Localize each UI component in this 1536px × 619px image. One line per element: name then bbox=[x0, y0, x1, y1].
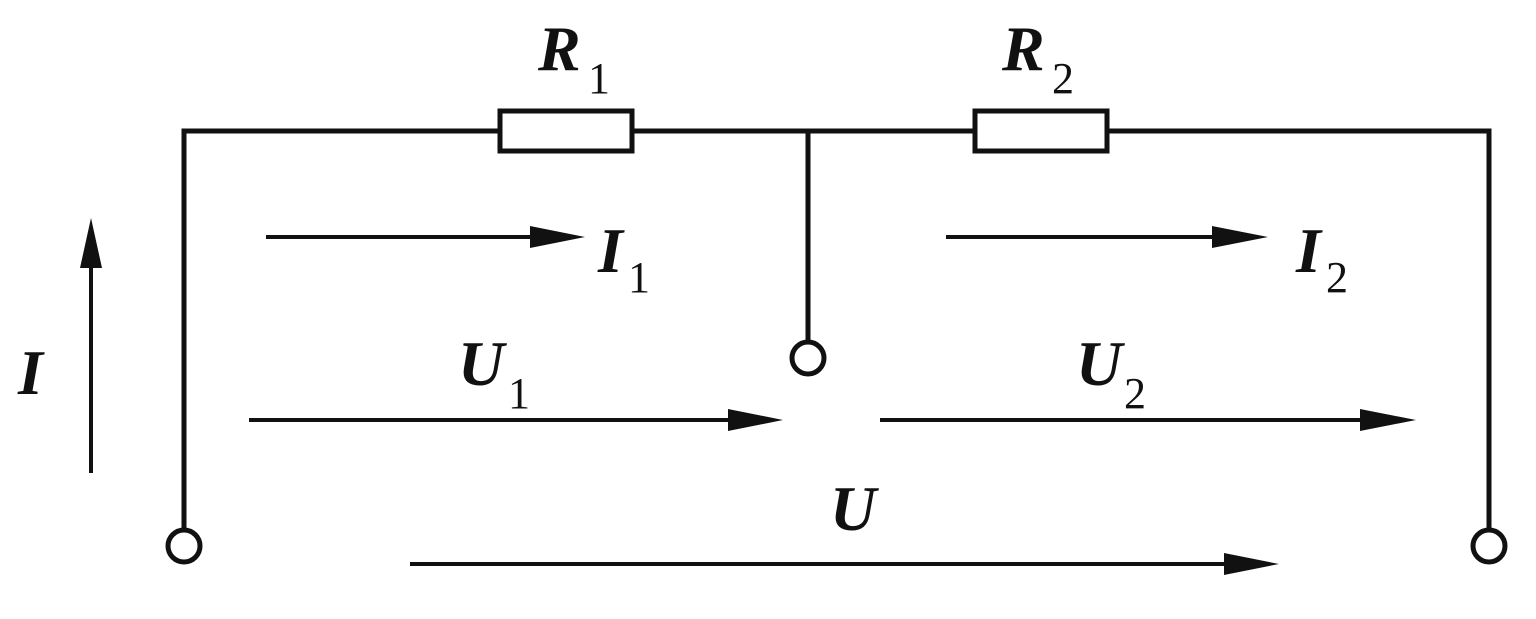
label-r1-symbol: R bbox=[537, 13, 581, 84]
label-i: I bbox=[17, 337, 45, 408]
arrowhead-right-icon bbox=[1224, 553, 1279, 575]
label-r1: R 1 bbox=[537, 13, 610, 103]
label-r2: R 2 bbox=[1001, 13, 1074, 103]
arrow-u2 bbox=[880, 409, 1416, 431]
label-r2-symbol: R bbox=[1001, 13, 1045, 84]
arrowhead-right-icon bbox=[1212, 226, 1268, 248]
label-i2: I 2 bbox=[1295, 215, 1348, 302]
arrow-i bbox=[80, 218, 102, 473]
arrowhead-right-icon bbox=[1360, 409, 1416, 431]
terminal-middle bbox=[789, 339, 827, 377]
label-u2-subscript: 2 bbox=[1124, 369, 1146, 418]
terminal-left bbox=[165, 527, 203, 565]
label-i-symbol: I bbox=[17, 337, 45, 408]
arrow-i1 bbox=[266, 226, 585, 248]
circuit-wires bbox=[181, 128, 1492, 531]
label-u2-symbol: U bbox=[1076, 328, 1125, 399]
label-u1-subscript: 1 bbox=[508, 369, 530, 418]
label-i2-symbol: I bbox=[1295, 215, 1323, 286]
arrow-u bbox=[410, 553, 1279, 575]
label-u-symbol: U bbox=[830, 473, 879, 544]
label-i2-subscript: 2 bbox=[1326, 253, 1348, 302]
resistor-r1 bbox=[497, 108, 635, 154]
terminal-right bbox=[1470, 527, 1508, 565]
label-u1: U 1 bbox=[458, 328, 530, 418]
label-u1-symbol: U bbox=[458, 328, 507, 399]
arrow-i2 bbox=[946, 226, 1268, 248]
arrowhead-up-icon bbox=[80, 218, 102, 268]
arrowhead-right-icon bbox=[728, 409, 783, 431]
label-r1-subscript: 1 bbox=[588, 54, 610, 103]
arrowhead-right-icon bbox=[530, 226, 585, 248]
label-i1: I 1 bbox=[597, 215, 650, 302]
label-i1-symbol: I bbox=[597, 215, 625, 286]
label-r2-subscript: 2 bbox=[1052, 54, 1074, 103]
label-u: U bbox=[830, 473, 879, 544]
resistor-r2 bbox=[972, 108, 1110, 154]
label-i1-subscript: 1 bbox=[628, 253, 650, 302]
arrow-u1 bbox=[249, 409, 783, 431]
label-u2: U 2 bbox=[1076, 328, 1146, 418]
